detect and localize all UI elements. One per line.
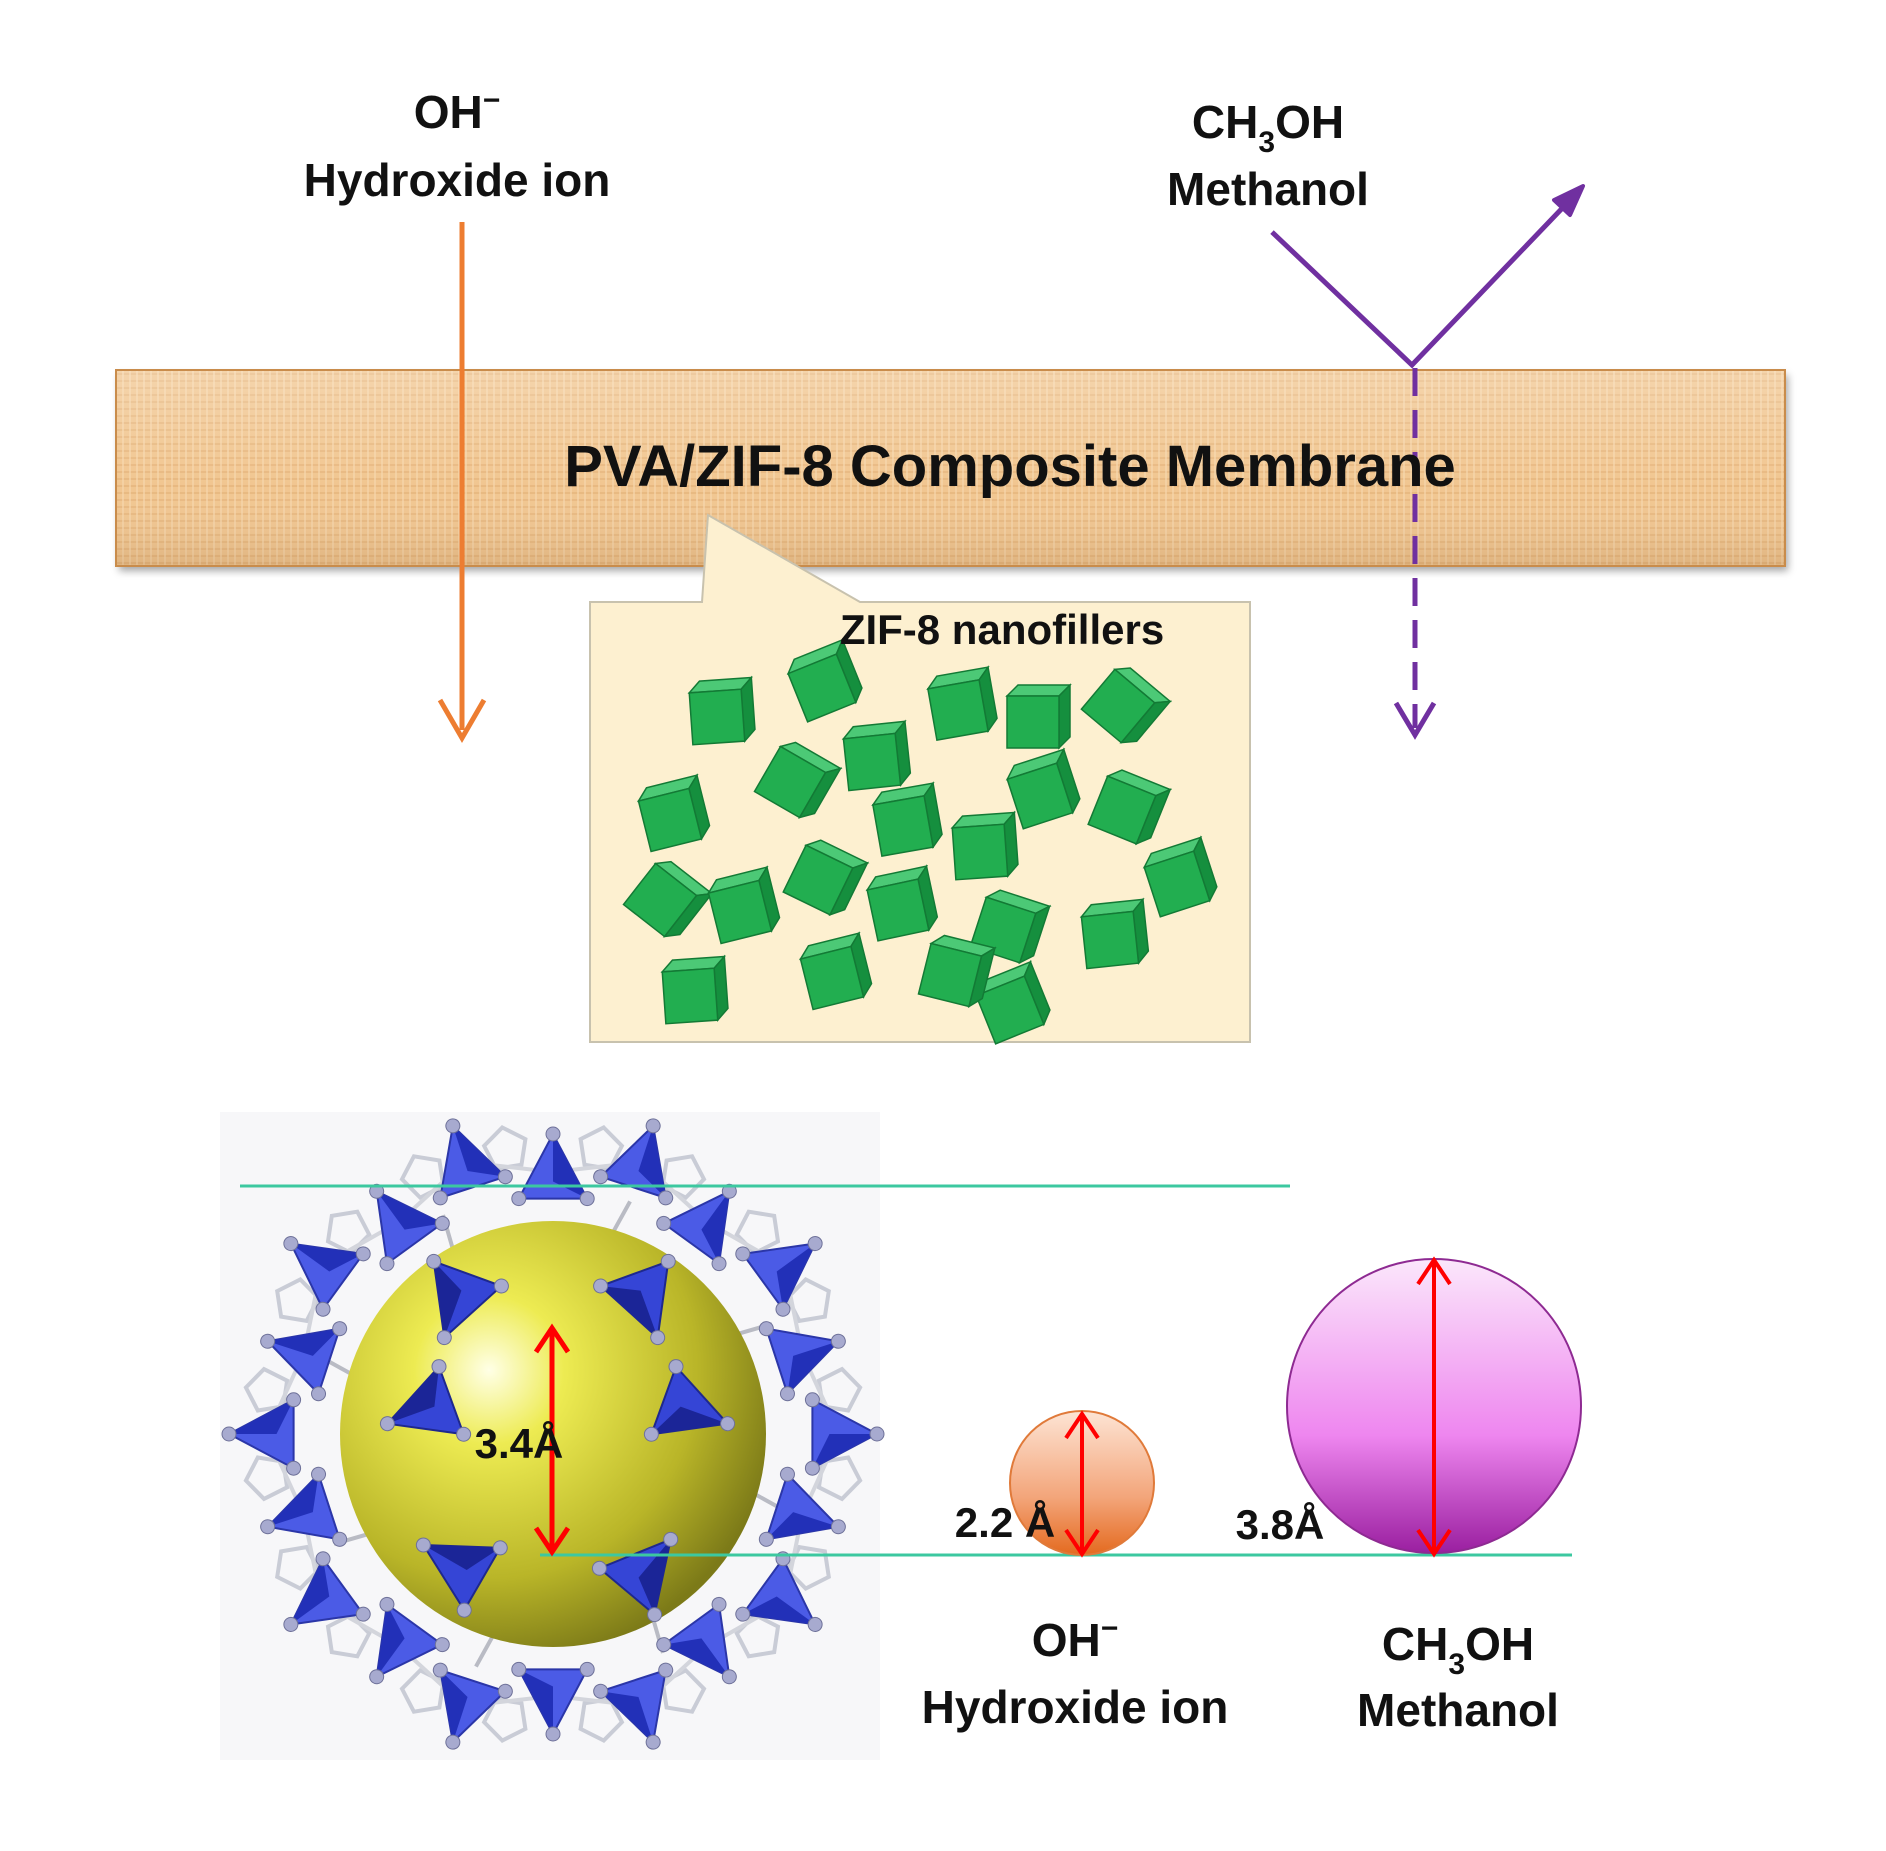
- methanol-formula-post: OH: [1275, 96, 1344, 148]
- nanofiller-cube: [622, 860, 714, 938]
- zn-tetrahedron: [379, 1359, 472, 1442]
- nanofiller-cube: [1080, 667, 1172, 744]
- hydroxide-name: Hydroxide ion: [304, 154, 611, 206]
- methanol-bottom-label: CH3OH Methanol: [1357, 1618, 1559, 1736]
- methanol-reflect-path: [1270, 196, 1574, 369]
- zn-tetrahedron: [283, 1236, 371, 1317]
- methanol-dimension-head-top: [1416, 1256, 1452, 1286]
- methanol-dimension-head-bottom: [1416, 1528, 1452, 1558]
- methanol-top-label: CH3OH Methanol: [1167, 96, 1369, 215]
- nanofiller-cube: [1005, 747, 1081, 830]
- nanofiller-cube: [1079, 897, 1150, 970]
- methanol-formula-sub: 3: [1258, 126, 1275, 159]
- pore-size-label: 3.4Å: [475, 1420, 564, 1467]
- zn-tetrahedron: [260, 1321, 348, 1402]
- hydroxide-top-label: OH− Hydroxide ion: [304, 84, 611, 206]
- methanol-reflect-head: [1552, 184, 1585, 217]
- pore-dimension: 3.4Å: [475, 1323, 571, 1557]
- nanofiller-cube: [753, 741, 843, 819]
- zn-tetrahedron: [432, 1118, 513, 1206]
- zn-tetrahedron: [593, 1662, 674, 1750]
- membrane-label: PVA/ZIF-8 Composite Membrane: [564, 434, 1456, 499]
- zn-tetrahedron: [283, 1551, 371, 1632]
- zn-tetrahedron: [221, 1392, 302, 1476]
- methanol-bottom-name: Methanol: [1357, 1684, 1559, 1736]
- nanofiller-cube: [926, 665, 998, 741]
- hydroxide-bottom-formula: OH: [1032, 1614, 1101, 1666]
- nanofiller-cube: [782, 839, 870, 917]
- nanofiller-cube: [974, 959, 1051, 1045]
- hydroxide-dimension-head-bottom: [1064, 1528, 1100, 1558]
- nanofiller-cube: [841, 719, 912, 792]
- methanol-leak-head: [1393, 701, 1437, 740]
- hydroxide-charge: −: [483, 84, 501, 117]
- zn-tetrahedron: [758, 1321, 846, 1402]
- hydroxide-bottom-charge: −: [1101, 1612, 1119, 1645]
- zif8-cage: [220, 1112, 885, 1760]
- zn-tetrahedron: [593, 1253, 676, 1346]
- methanol-bottom-formula-post: OH: [1465, 1618, 1534, 1670]
- hydroxide-bottom-name: Hydroxide ion: [922, 1681, 1229, 1733]
- nanofiller-cube: [706, 865, 781, 945]
- nanofiller-cube: [1005, 683, 1072, 750]
- zn-tetrahedron: [511, 1661, 595, 1742]
- hydroxide-ion-ball: 2.2 Å: [955, 1410, 1155, 1558]
- nanofiller-cube: [687, 675, 756, 746]
- nanofiller-cube: [969, 889, 1052, 965]
- methanol-bottom-formula-pre: CH: [1382, 1618, 1448, 1670]
- nanofiller-cube: [1142, 835, 1218, 918]
- zn-tetrahedron: [426, 1253, 509, 1346]
- zn-tetrahedron: [758, 1466, 846, 1547]
- zn-tetrahedron: [432, 1662, 513, 1750]
- zn-tetrahedron: [415, 1537, 508, 1618]
- zn-tetrahedron: [656, 1183, 737, 1272]
- zn-tetrahedron: [804, 1392, 885, 1476]
- composite-membrane: [115, 369, 1786, 567]
- zn-tetrahedron: [735, 1236, 823, 1317]
- zn-tetrahedron: [369, 1183, 450, 1272]
- svg-text:CH3OH: CH3OH: [1382, 1618, 1534, 1681]
- pore-dimension-head-top: [533, 1323, 571, 1354]
- svg-text:OH−: OH−: [1032, 1612, 1119, 1666]
- methanol-size-label: 3.8Å: [1236, 1501, 1325, 1548]
- zn-tetrahedron: [656, 1596, 737, 1685]
- nanofiller-cubes: [622, 637, 1218, 1045]
- methanol-transport-arrow: [1270, 184, 1585, 740]
- hydroxide-bottom-label: OH− Hydroxide ion: [922, 1612, 1229, 1733]
- zn-tetrahedron: [260, 1466, 348, 1547]
- nanofiller-cube: [786, 637, 863, 723]
- nanofiller-cube: [865, 864, 939, 942]
- membrane-outline: [115, 369, 1786, 567]
- zn-tetrahedra: [221, 1118, 885, 1750]
- methanol-formula-pre: CH: [1192, 96, 1258, 148]
- hydroxide-formula: OH: [414, 86, 483, 138]
- nanofiller-cube: [950, 810, 1019, 881]
- zn-tetrahedron: [643, 1359, 736, 1442]
- svg-text:CH3OH: CH3OH: [1192, 96, 1344, 159]
- zn-tetrahedron: [369, 1596, 450, 1685]
- nanofiller-cube: [1087, 769, 1173, 846]
- nanofiller-cube: [636, 773, 711, 853]
- nanofiller-callout: ZIF-8 nanofillers: [589, 513, 1251, 1045]
- zn-tetrahedron: [593, 1118, 674, 1206]
- hydroxide-transport-arrow: [437, 222, 487, 743]
- nanofiller-cube: [917, 934, 997, 1009]
- methanol-bottom-formula-sub: 3: [1448, 1648, 1465, 1681]
- zn-tetrahedron: [511, 1126, 595, 1207]
- hydroxide-arrow-head: [437, 698, 487, 743]
- callout-label: ZIF-8 nanofillers: [840, 606, 1164, 653]
- nanofiller-cube: [798, 931, 873, 1011]
- svg-text:OH−: OH−: [414, 84, 501, 138]
- nanofiller-cube: [660, 954, 729, 1025]
- pore-dimension-head-bottom: [533, 1526, 571, 1557]
- methanol-name: Methanol: [1167, 163, 1369, 215]
- hydroxide-dimension-head-top: [1064, 1410, 1100, 1440]
- methanol-molecule-ball: 3.8Å: [1236, 1256, 1582, 1558]
- hydroxide-size-label: 2.2 Å: [955, 1499, 1055, 1546]
- nanofiller-cube: [871, 781, 943, 857]
